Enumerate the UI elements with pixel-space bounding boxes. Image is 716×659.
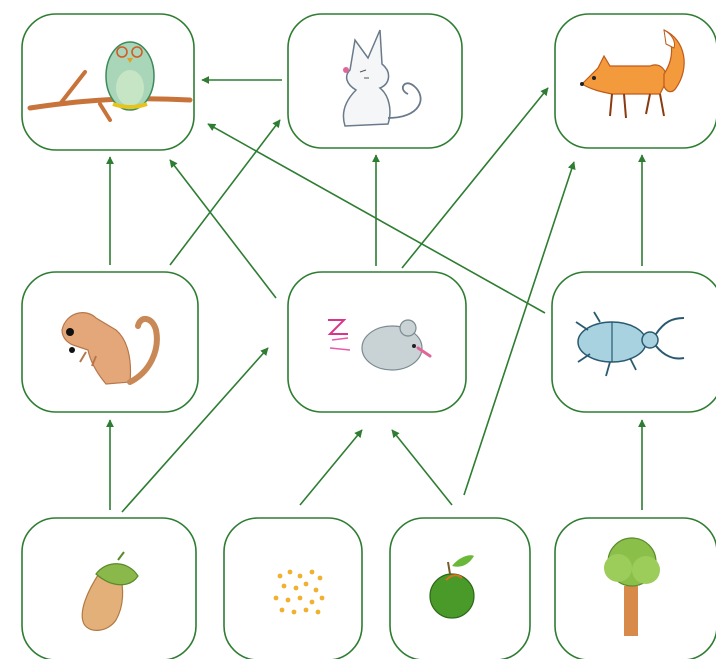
node-acorn [22,518,196,659]
arrow-seeds-to-mouse [300,430,362,505]
node-fox [555,14,716,148]
node-tree [555,518,716,659]
node-squirrel [22,272,198,412]
node-cat [288,14,462,148]
arrow-mouse-to-owl [170,160,276,298]
node-owl [22,14,194,150]
node-beetle [552,272,716,412]
node-seeds [224,518,362,659]
node-mouse [288,272,466,412]
node-apple [390,518,530,659]
arrow-squirrel-to-cat [170,120,280,265]
arrow-apple-to-mouse [392,430,452,505]
